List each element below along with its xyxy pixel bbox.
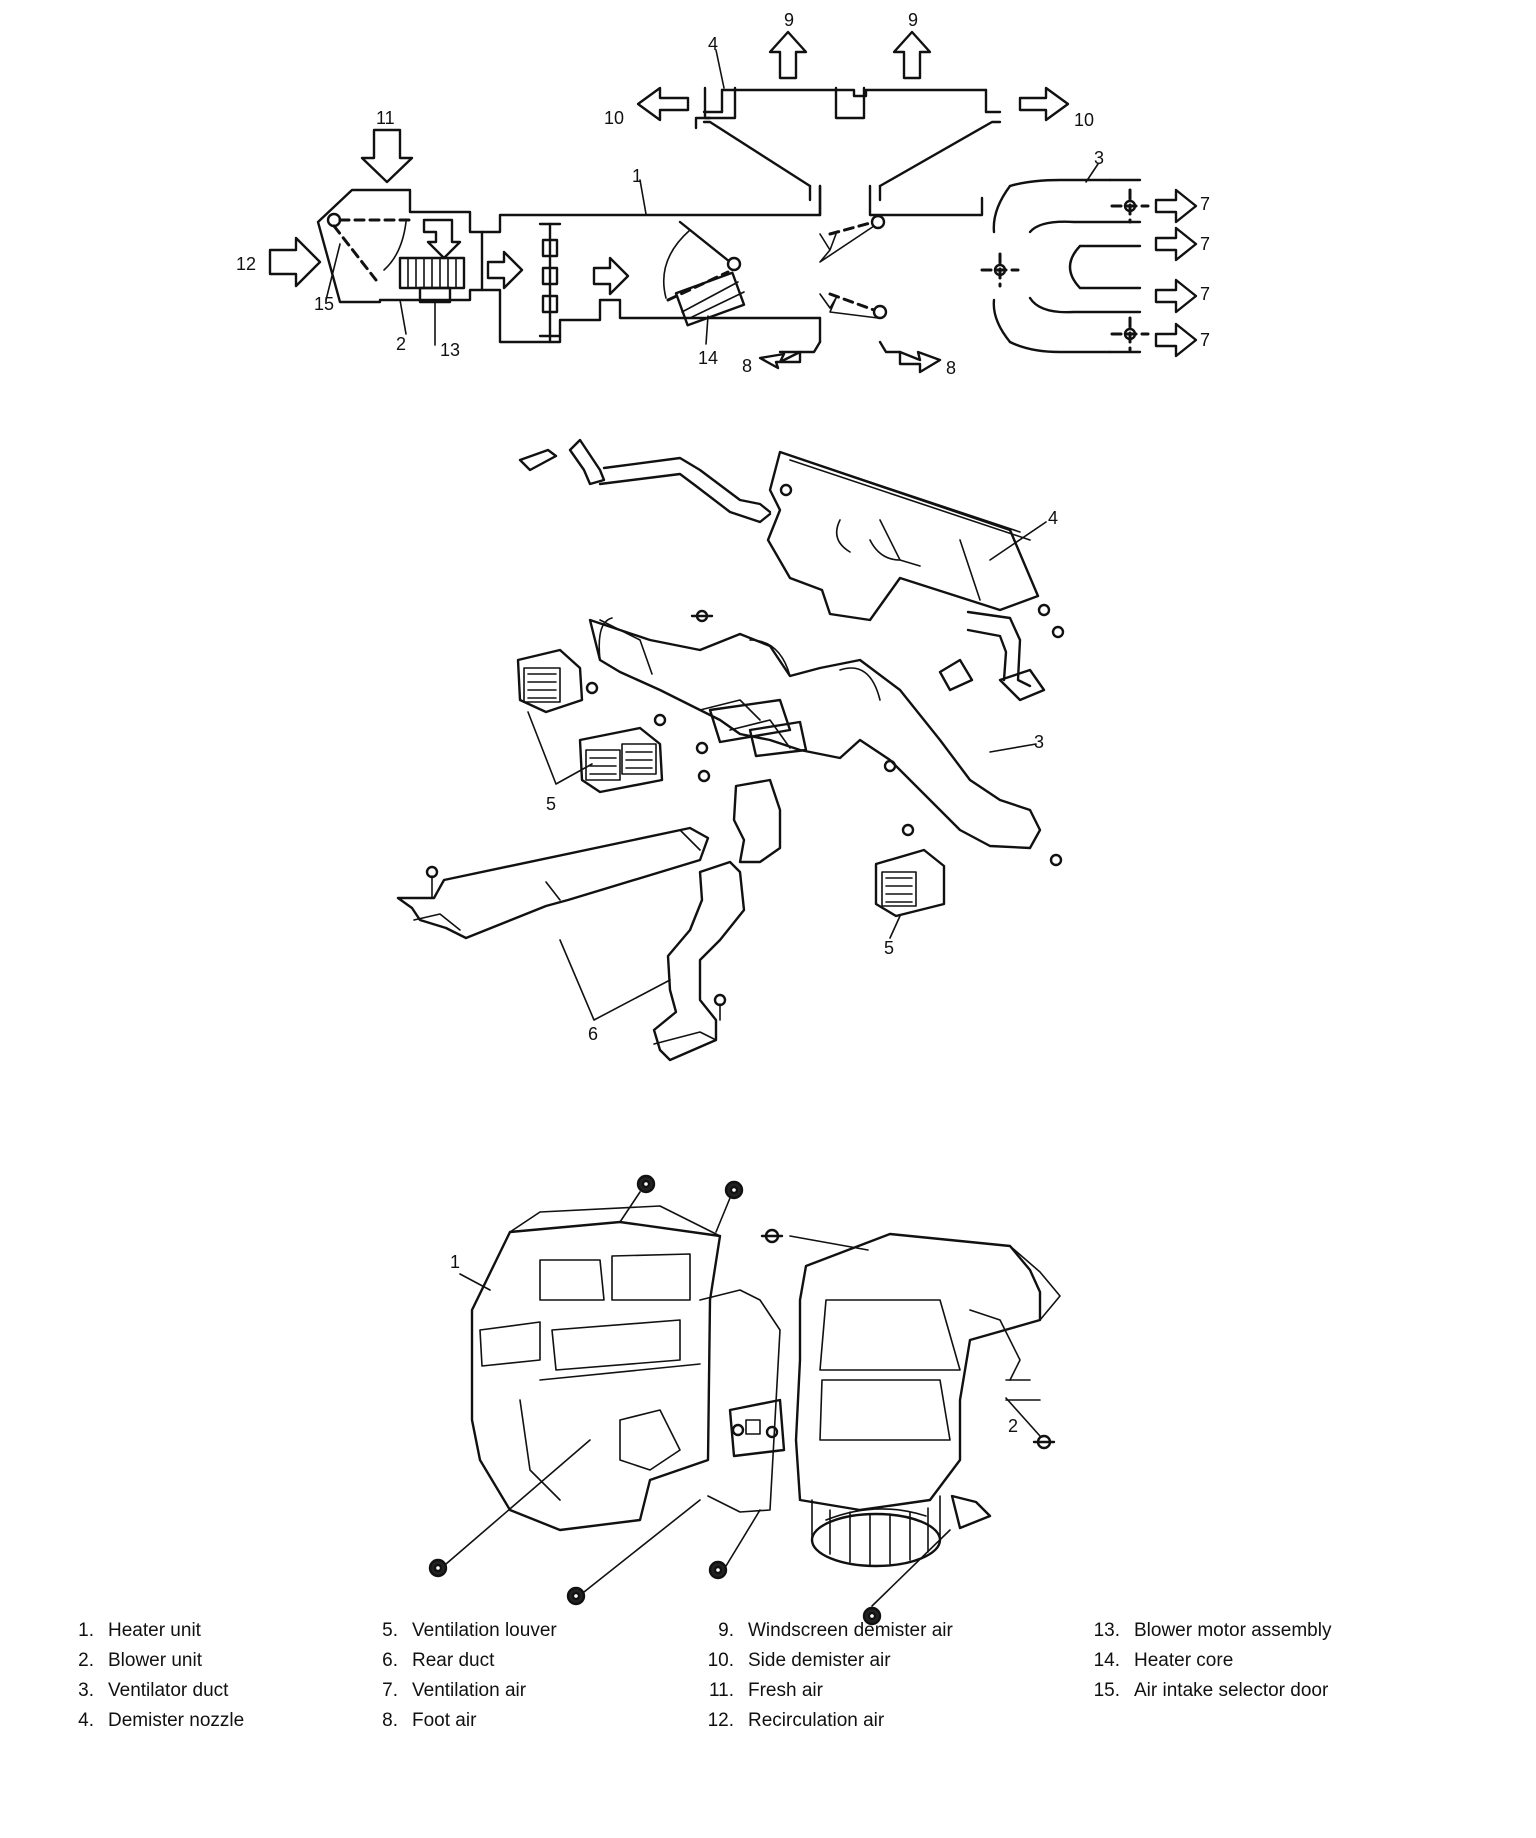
legend-number: 10. [707,1650,734,1671]
callout-10a: 10 [604,108,624,128]
fresh-air-arrow [360,128,414,184]
legend-number: 14. [1093,1650,1120,1671]
legend-number: 4. [78,1710,94,1731]
callout-9a: 9 [784,10,794,30]
legend-label: Air intake selector door [1134,1680,1329,1701]
legend-label: Blower motor assembly [1134,1620,1332,1641]
legend-number: 8. [382,1710,398,1731]
legend-label: Rear duct [412,1650,495,1671]
legend-number: 15. [1093,1680,1120,1701]
legend-number: 3. [78,1680,94,1701]
foot-air-arrow-left [758,350,802,370]
legend-number: 5. [382,1620,398,1641]
vent-doors [980,188,1150,352]
ventilation-louver-center [578,726,664,794]
callout-9b: 9 [908,10,918,30]
side-demister-hose-right [966,610,1032,688]
legend-number: 7. [382,1680,398,1701]
ventilation-air-arrow-4 [1154,322,1198,358]
callout-8b: 8 [946,358,956,378]
legend-number: 2. [78,1650,94,1671]
callout-10b: 10 [1074,110,1094,130]
foot-air-arrow-right [898,350,942,374]
legend-number: 11. [708,1680,734,1701]
fan-direction-arrow [422,218,462,260]
callout-7b: 7 [1200,234,1210,254]
rear-duct-right [732,778,782,864]
flow-arrow-2 [592,256,630,296]
ventilation-air-arrow-2 [1154,226,1198,262]
callout-5-right: 5 [884,938,894,958]
callout-1: 1 [632,166,642,186]
heater-blower-units: 1 2 [428,1174,1061,1626]
legend-label: Fresh air [748,1680,823,1701]
legend-label: Heater core [1134,1650,1234,1671]
ventilator-duct-body [588,618,1042,850]
windscreen-demister-arrow-right [892,30,932,80]
callout-1-unit: 1 [450,1252,460,1272]
fasteners [428,1174,1056,1626]
legend-label: Ventilation louver [412,1620,557,1641]
blower-unit-body [794,1232,1042,1512]
ventilation-air-arrow-1 [1154,188,1198,224]
side-demister-hose-left [518,438,772,524]
callout-13: 13 [440,340,460,360]
demister-nozzle [703,86,866,120]
recirculation-air-arrow [268,236,322,288]
callout-12: 12 [236,254,256,274]
intake-door-pivot [326,212,342,228]
ventilation-louver-right [874,848,946,918]
legend-label: Blower unit [108,1650,202,1671]
callout-4: 4 [708,34,718,54]
legend-label: Ventilator duct [108,1680,229,1701]
callout-2: 2 [396,334,406,354]
callout-7d: 7 [1200,330,1210,350]
legend-label: Foot air [412,1710,477,1731]
flow-arrow-1 [486,250,524,290]
callout-7a: 7 [1200,194,1210,214]
callout-3-duct: 3 [1034,732,1044,752]
main-duct [480,213,822,344]
legend: 1. Heater unit 2. Blower unit 3. Ventilator… [0,1620,1536,1740]
callout-4-duct: 4 [1048,508,1058,528]
callout-2-unit: 2 [1008,1416,1018,1436]
blower-unit-housing [316,188,484,304]
legend-number: 13. [1093,1620,1120,1641]
legend-label: Heater unit [108,1620,201,1641]
windscreen-demister-arrow-left [768,30,808,80]
legend-label: Windscreen demister air [748,1620,953,1641]
screws-duct [585,483,1065,867]
core-blocks [538,222,562,344]
duct-assembly: 4 3 5 5 6 [396,438,1065,1062]
side-demister-arrow-right [1018,86,1070,122]
rear-duct-left [396,826,710,940]
legend-number: 12. [707,1710,734,1731]
heater-unit-body [470,1220,722,1532]
legend-label: Side demister air [748,1650,891,1671]
ventilation-louver-left [516,648,584,714]
legend-number: 1. [78,1620,94,1641]
legend-number: 9. [718,1620,734,1641]
side-demister-arrow-left [636,86,690,122]
ventilation-air-arrow-3 [1154,278,1198,314]
callout-5-left: 5 [546,794,556,814]
callout-11: 11 [376,108,395,128]
callout-8a: 8 [742,356,752,376]
ventilator-duct [1008,178,1112,354]
callout-14: 14 [698,348,718,368]
legend-label: Demister nozzle [108,1710,245,1731]
callout-6-duct: 6 [588,1024,598,1044]
legend-number: 6. [382,1650,398,1671]
control-box [728,1398,786,1458]
legend-label: Ventilation air [412,1680,527,1701]
callout-3: 3 [1094,148,1104,168]
demister-nozzle-body [766,450,1040,622]
callout-7c: 7 [1200,284,1210,304]
airflow-schematic: 11 12 15 2 13 1 14 4 9 9 10 10 3 7 7 7 7… [236,10,1210,378]
legend-label: Recirculation air [748,1710,885,1731]
callout-15: 15 [314,294,334,314]
